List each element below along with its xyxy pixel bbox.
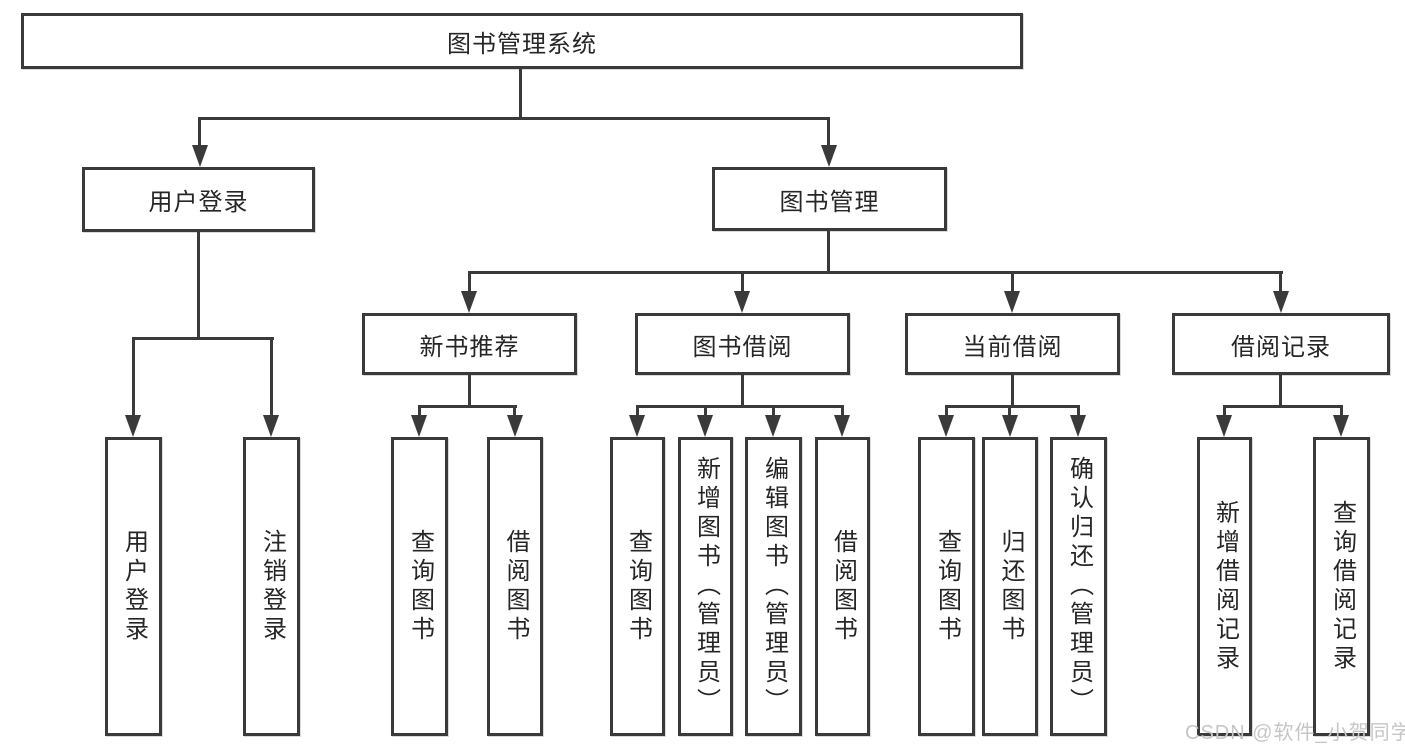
arrowhead-down-icon — [765, 415, 781, 437]
node-label: 图书管理系统 — [447, 30, 597, 58]
arrowhead-down-icon — [938, 415, 954, 437]
leaf-label: 查询图书 — [933, 528, 961, 645]
node-label: 当前借阅 — [962, 333, 1063, 361]
connector-line — [198, 117, 201, 146]
leaf-query-books-recommend: 查询图书 — [391, 437, 448, 736]
node-current-borrow: 当前借阅 — [905, 313, 1120, 375]
node-user-login: 用户登录 — [82, 167, 315, 232]
connector-line — [270, 337, 273, 416]
leaf-query-borrow-record: 查询借阅记录 — [1313, 437, 1370, 736]
leaf-label: 编辑图书（管理员） — [760, 456, 788, 717]
node-label: 新书推荐 — [419, 333, 520, 361]
leaf-label: 归还图书 — [997, 528, 1024, 645]
node-library-management-system: 图书管理系统 — [21, 13, 1023, 69]
connector-line — [513, 405, 516, 416]
leaf-query-books-borrow: 查询图书 — [610, 437, 665, 736]
node-label: 图书管理 — [779, 188, 880, 216]
connector-line — [418, 405, 517, 408]
arrowhead-down-icon — [507, 415, 523, 437]
node-book-borrow: 图书借阅 — [635, 313, 850, 375]
arrowhead-down-icon — [1333, 415, 1349, 437]
connector-line — [1011, 271, 1014, 292]
leaf-label: 新增图书（管理员） — [692, 456, 720, 717]
connector-line — [945, 405, 1080, 408]
arrowhead-down-icon — [461, 291, 477, 313]
connector-line — [197, 232, 200, 338]
leaf-label: 注销登录 — [258, 528, 286, 645]
connector-line — [132, 337, 274, 340]
arrowhead-down-icon — [411, 415, 427, 437]
connector-line — [132, 337, 135, 416]
arrowhead-down-icon — [1004, 291, 1020, 313]
node-new-book-recommend: 新书推荐 — [362, 313, 577, 375]
connector-line — [636, 405, 844, 408]
arrowhead-down-icon — [263, 415, 279, 437]
arrowhead-down-icon — [834, 415, 850, 437]
leaf-borrow-books: 借阅图书 — [815, 437, 870, 736]
arrowhead-down-icon — [192, 145, 208, 167]
arrowhead-down-icon — [1216, 415, 1232, 437]
connector-line — [1279, 375, 1282, 407]
csdn-watermark: CSDN @软件_小贺同学 — [1185, 722, 1405, 744]
connector-line — [1279, 271, 1282, 292]
leaf-query-books-current: 查询图书 — [918, 437, 975, 736]
leaf-label: 新增借阅记录 — [1211, 499, 1239, 674]
arrowhead-down-icon — [1070, 415, 1086, 437]
leaf-label: 查询图书 — [624, 528, 652, 645]
arrowhead-down-icon — [629, 415, 645, 437]
arrowhead-down-icon — [125, 415, 141, 437]
leaf-return-books: 归还图书 — [982, 437, 1038, 736]
connector-line — [1008, 405, 1011, 416]
leaf-borrow-books-recommend: 借阅图书 — [487, 437, 543, 736]
connector-line — [741, 375, 744, 407]
connector-line — [1077, 405, 1080, 416]
leaf-label: 用户登录 — [120, 528, 148, 645]
node-label: 用户登录 — [148, 189, 249, 216]
leaf-edit-books-admin: 编辑图书（管理员） — [745, 437, 802, 736]
leaf-label: 借阅图书 — [502, 528, 529, 645]
leaf-add-books-admin: 新增图书（管理员） — [678, 437, 733, 736]
connector-line — [1011, 375, 1014, 407]
leaf-label: 查询借阅记录 — [1328, 499, 1356, 674]
connector-line — [841, 405, 844, 416]
node-borrow-record: 借阅记录 — [1172, 313, 1390, 375]
connector-line — [198, 117, 830, 120]
leaf-label: 查询图书 — [406, 528, 434, 645]
node-book-management: 图书管理 — [712, 167, 947, 231]
leaf-add-borrow-record: 新增借阅记录 — [1197, 437, 1252, 736]
leaf-user-login: 用户登录 — [105, 437, 162, 736]
leaf-label: 借阅图书 — [829, 528, 857, 645]
connector-line — [468, 375, 471, 407]
arrowhead-down-icon — [821, 145, 837, 167]
connector-line — [1223, 405, 1226, 416]
arrowhead-down-icon — [734, 291, 750, 313]
connector-line — [772, 405, 775, 416]
leaf-logout: 注销登录 — [243, 437, 300, 736]
connector-line — [704, 405, 707, 416]
connector-line — [519, 69, 522, 118]
arrowhead-down-icon — [1002, 415, 1018, 437]
connector-line — [418, 405, 421, 416]
node-label: 图书借阅 — [692, 333, 793, 361]
connector-line — [741, 271, 744, 292]
arrowhead-down-icon — [697, 415, 713, 437]
connector-line — [827, 117, 830, 146]
connector-line — [945, 405, 948, 416]
connector-line — [468, 271, 1283, 274]
connector-line — [468, 271, 471, 292]
connector-line — [1340, 405, 1343, 416]
connector-line — [827, 231, 830, 273]
node-label: 借阅记录 — [1231, 333, 1331, 361]
leaf-label: 确认归还（管理员） — [1065, 456, 1093, 717]
arrowhead-down-icon — [1273, 291, 1289, 313]
leaf-confirm-return-admin: 确认归还（管理员） — [1050, 437, 1107, 736]
connector-line — [636, 405, 639, 416]
connector-line — [1223, 405, 1343, 408]
